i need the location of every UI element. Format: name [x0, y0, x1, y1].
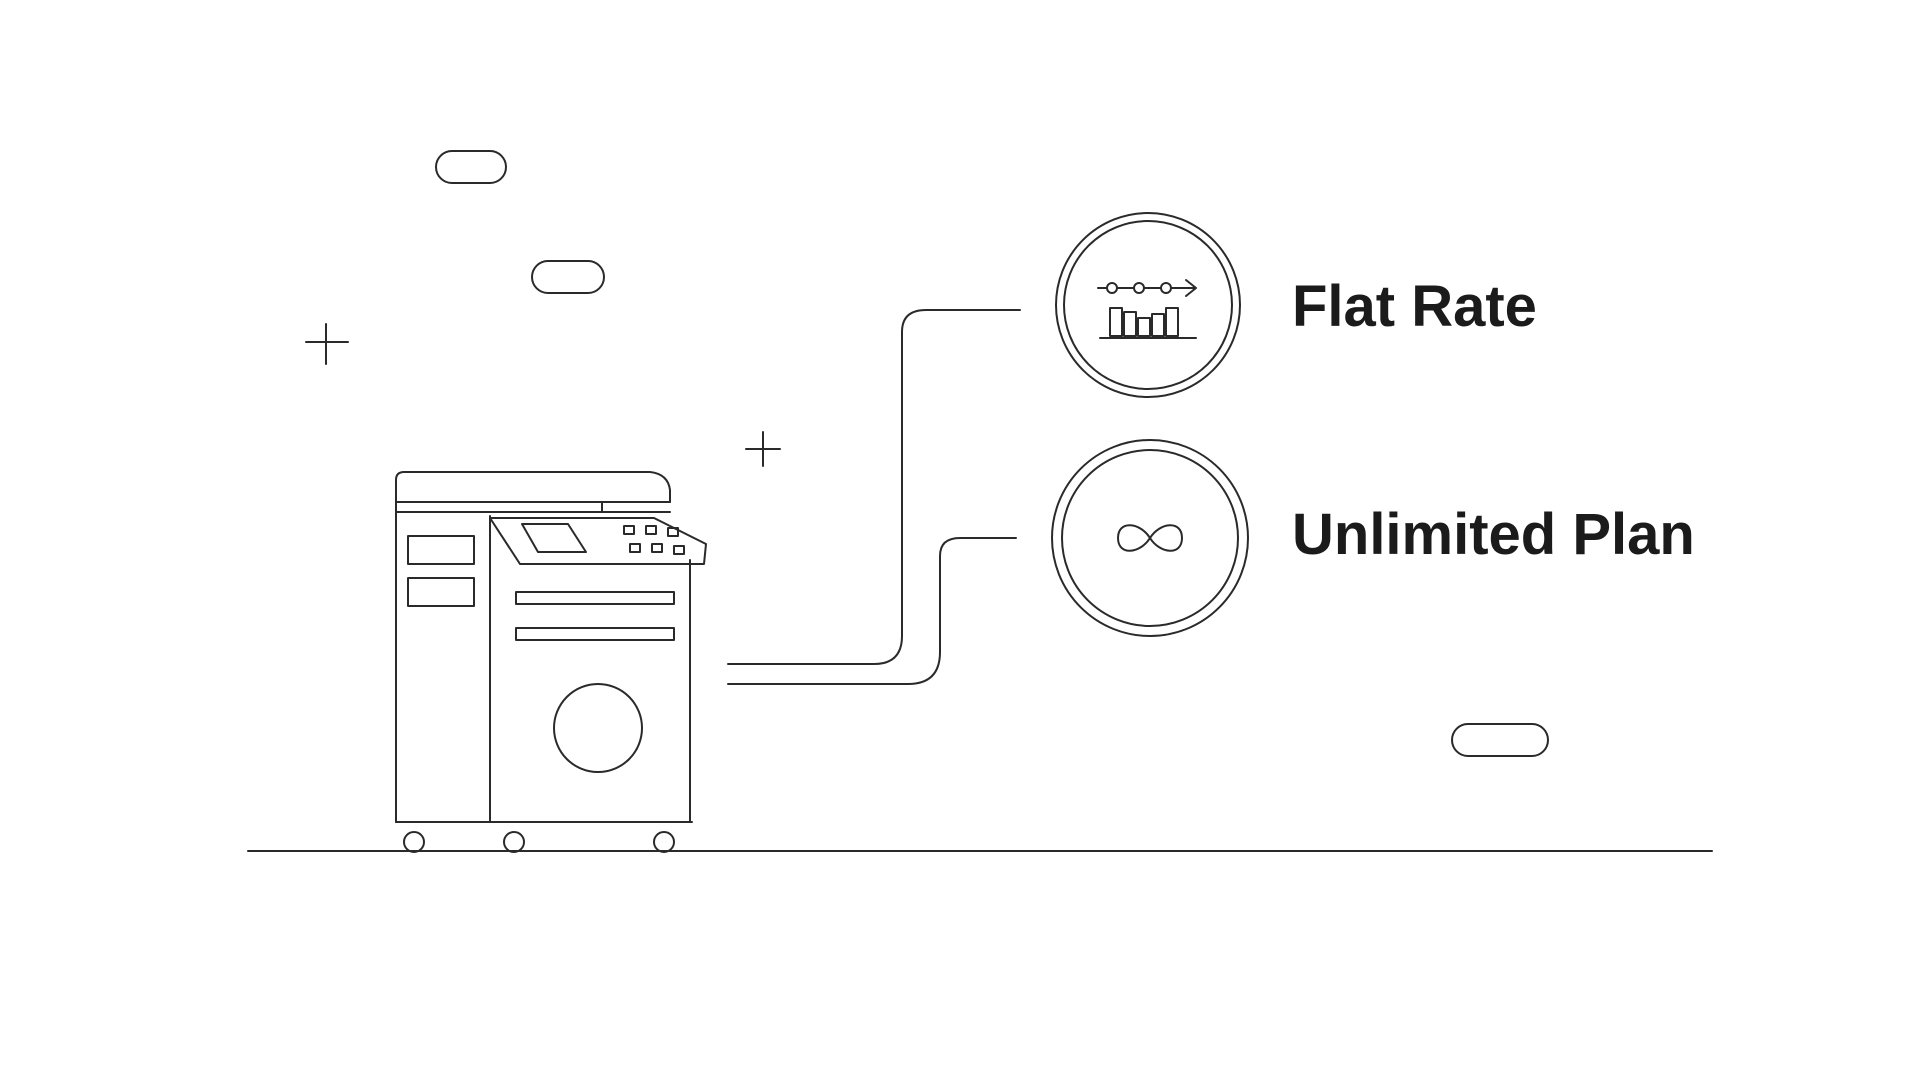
- unlimited-plan-label: Unlimited Plan: [1292, 502, 1695, 567]
- connector-unlimited-plan: [727, 537, 1017, 685]
- connector-flat-rate: [727, 309, 1021, 665]
- bar-chart-with-trend-arrow-icon: [1097, 279, 1197, 339]
- unlimited-plan-badge: [1051, 439, 1249, 637]
- flat-rate-badge: [1055, 212, 1241, 398]
- decor-plus-2: [745, 431, 781, 467]
- copier-machine-icon: [395, 471, 707, 853]
- decor-pill-1: [435, 150, 507, 184]
- decor-pill-3: [1451, 723, 1549, 757]
- decor-plus-1: [305, 323, 349, 365]
- decor-pill-2: [531, 260, 605, 294]
- infinity-icon: [1117, 524, 1183, 552]
- flat-rate-label: Flat Rate: [1292, 274, 1537, 339]
